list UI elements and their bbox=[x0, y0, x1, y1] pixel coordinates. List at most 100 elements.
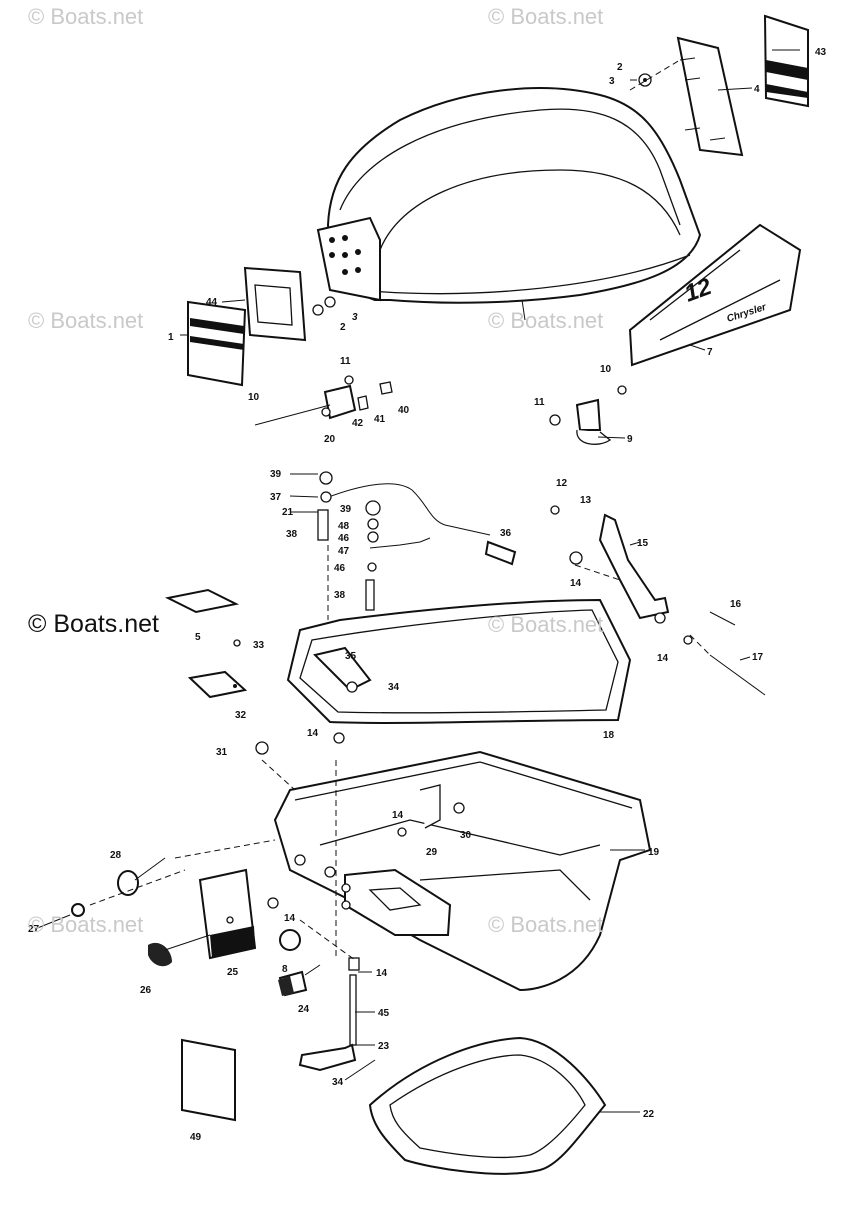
washer-27 bbox=[71, 903, 85, 917]
callout-label: 23 bbox=[378, 1041, 390, 1052]
latch-bracket-left bbox=[254, 375, 393, 426]
bottom-gasket-22 bbox=[368, 1036, 607, 1175]
shift-plate-25 bbox=[198, 868, 257, 960]
callout-label: 40 bbox=[398, 405, 410, 416]
callout-label: 3 bbox=[352, 312, 358, 323]
callout-label: 26 bbox=[140, 985, 152, 996]
latch-bracket-right bbox=[549, 385, 627, 445]
callout-label: 2 bbox=[617, 62, 623, 73]
callout-label: 38 bbox=[286, 529, 298, 540]
plug-8 bbox=[279, 929, 301, 951]
callout-label: 1 bbox=[168, 332, 174, 343]
callout-label: 20 bbox=[324, 434, 336, 445]
callout-label: 34 bbox=[332, 1077, 344, 1088]
lower-cowl bbox=[273, 750, 652, 992]
callout-label: 14 bbox=[307, 728, 319, 739]
knob-28 bbox=[117, 857, 166, 896]
callout-label: 5 bbox=[195, 632, 201, 643]
callout-label: 27 bbox=[28, 924, 40, 935]
callout-label: 13 bbox=[580, 495, 592, 506]
callout-label: 45 bbox=[378, 1008, 390, 1019]
callout-label: 38 bbox=[334, 590, 346, 601]
callout-label: 24 bbox=[298, 1004, 310, 1015]
callout-label: 41 bbox=[374, 414, 386, 425]
callout-label: 30 bbox=[460, 830, 472, 841]
callout-label: 43 bbox=[815, 47, 827, 58]
gasket-pad-49 bbox=[181, 1038, 236, 1122]
callout-label: 49 bbox=[190, 1132, 202, 1143]
watermark-dark: © Boats.net bbox=[28, 610, 159, 638]
callout-label: 36 bbox=[500, 528, 512, 539]
gasket-pad-5 bbox=[164, 588, 240, 614]
engine-cover-top bbox=[316, 87, 702, 321]
callout-label: 46 bbox=[334, 563, 346, 574]
shift-handle-26 bbox=[148, 934, 211, 967]
callout-label: 19 bbox=[648, 847, 660, 858]
callout-label: 10 bbox=[248, 392, 260, 403]
callout-label: 16 bbox=[730, 599, 742, 610]
latch-lever bbox=[397, 784, 465, 837]
callout-label: 17 bbox=[752, 652, 764, 663]
callout-label: 12 bbox=[556, 478, 568, 489]
watermark: © Boats.net bbox=[488, 612, 604, 637]
callout-label: 14 bbox=[284, 913, 296, 924]
watermark: © Boats.net bbox=[488, 308, 604, 333]
callout-label: 21 bbox=[282, 507, 294, 518]
callout-label: 14 bbox=[570, 578, 582, 589]
cover-gasket bbox=[286, 598, 632, 724]
callout-label: 34 bbox=[388, 682, 400, 693]
washer-top bbox=[638, 73, 652, 87]
callout-labels: 43 2 3 4 44 1 3 2 7 11 10 41 40 42 20 10… bbox=[28, 47, 827, 1143]
callout-label: 14 bbox=[657, 653, 669, 664]
callout-label: 4 bbox=[754, 84, 760, 95]
callout-label: 22 bbox=[643, 1109, 655, 1120]
callout-label: 8 bbox=[282, 964, 288, 975]
callout-label: 15 bbox=[637, 538, 649, 549]
callout-label: 48 bbox=[338, 521, 350, 532]
callout-label: 42 bbox=[352, 418, 364, 429]
rear-plate bbox=[676, 36, 744, 157]
alignment-lines bbox=[89, 59, 711, 961]
watermark: © Boats.net bbox=[488, 912, 604, 937]
callout-label: 18 bbox=[603, 730, 615, 741]
callout-label: 9 bbox=[627, 434, 633, 445]
decal-card-43 bbox=[763, 14, 809, 108]
callout-label: 35 bbox=[345, 651, 357, 662]
decal-card-1 bbox=[187, 300, 247, 387]
leader-lines bbox=[34, 49, 800, 1113]
watermark: © Boats.net bbox=[28, 4, 144, 29]
callout-label: 32 bbox=[235, 710, 247, 721]
callout-label: 10 bbox=[600, 364, 612, 375]
callout-label: 7 bbox=[707, 347, 713, 358]
callout-label: 31 bbox=[216, 747, 228, 758]
callout-label: 47 bbox=[338, 546, 350, 557]
watermark: © Boats.net bbox=[488, 4, 604, 29]
callout-label: 11 bbox=[340, 356, 351, 367]
shift-lever-assembly bbox=[550, 505, 766, 696]
pin-45 bbox=[348, 957, 360, 1046]
callout-label: 33 bbox=[253, 640, 265, 651]
callout-label: 37 bbox=[270, 492, 282, 503]
callout-label: 46 bbox=[338, 533, 350, 544]
callout-label: 11 bbox=[534, 397, 545, 408]
lever-23 bbox=[298, 1043, 357, 1072]
gasket-pad-32 bbox=[187, 670, 248, 699]
callout-label: 39 bbox=[340, 504, 352, 515]
callout-label: 39 bbox=[270, 469, 282, 480]
callout-label: 28 bbox=[110, 850, 122, 861]
throttle-linkage bbox=[317, 471, 517, 611]
watermark: © Boats.net bbox=[28, 308, 144, 333]
callout-label: 3 bbox=[609, 76, 615, 87]
watermark: © Boats.net bbox=[28, 912, 144, 937]
callout-label: 29 bbox=[426, 847, 438, 858]
callout-label: 44 bbox=[206, 297, 218, 308]
fitting-24 bbox=[278, 964, 321, 997]
fasteners-misc bbox=[233, 491, 345, 909]
callout-label: 25 bbox=[227, 967, 239, 978]
callout-label: 2 bbox=[340, 322, 346, 333]
callout-label: 14 bbox=[376, 968, 388, 979]
side-decal: 12 Chrysler bbox=[628, 223, 802, 367]
fasteners-front bbox=[312, 296, 336, 316]
